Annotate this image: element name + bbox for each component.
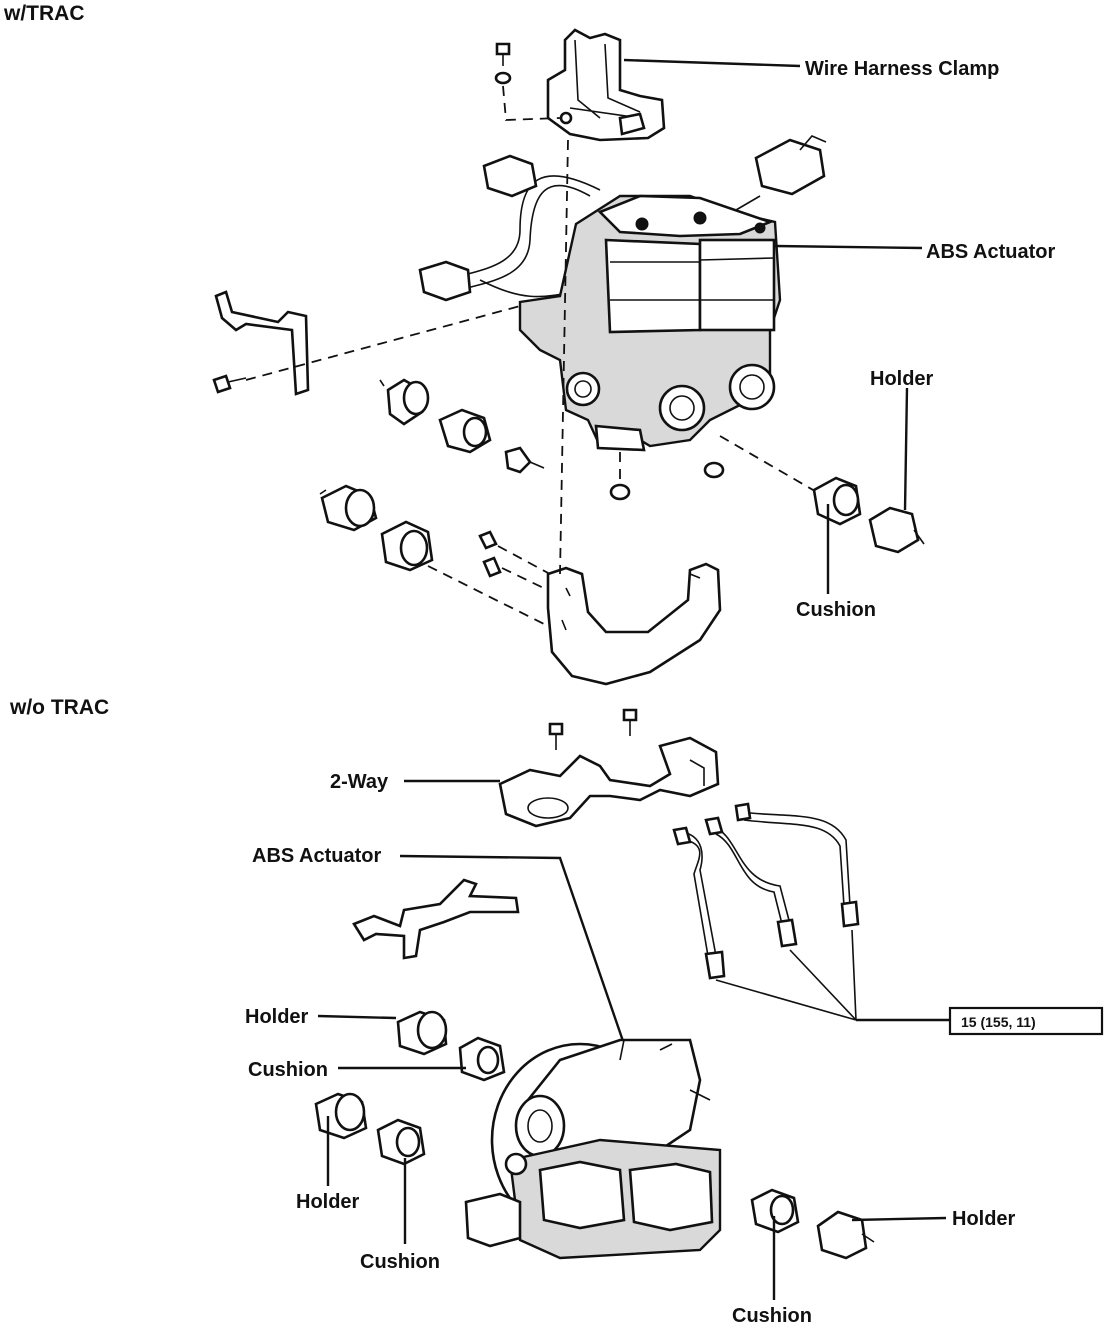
- label-cushion-bottom: Cushion: [732, 1305, 812, 1327]
- label-abs-actuator-bottom: ABS Actuator: [252, 845, 381, 867]
- bolts-bottom-top: [548, 708, 638, 750]
- nut-right-top: [703, 461, 725, 479]
- label-holder-left: Holder: [245, 1006, 309, 1028]
- heading-with-trac: w/TRAC: [3, 2, 85, 25]
- label-abs-actuator-top: ABS Actuator: [926, 241, 1055, 263]
- two-way-bracket-part: [498, 736, 720, 828]
- label-cushion-top: Cushion: [796, 599, 876, 621]
- lower-bolts-top: [427, 530, 557, 627]
- abs-actuator-bottom-part: [464, 1038, 722, 1260]
- wire-harness-clamp-part: [546, 28, 666, 142]
- holder-bottom-right-part: [816, 1210, 875, 1260]
- small-bracket-bottom: [352, 878, 520, 960]
- leader-holder-left: [317, 1014, 397, 1020]
- leader-holder-top: [903, 387, 909, 511]
- dash-vertical-top: [559, 139, 569, 575]
- nut-bottom-top: [609, 483, 631, 501]
- label-wire-harness-clamp: Wire Harness Clamp: [805, 58, 999, 80]
- cushion-bottom-left-b: [376, 1118, 426, 1166]
- lower-bracket-top: [546, 562, 722, 686]
- torque-spec-box: [948, 1006, 1104, 1036]
- cushion-top-right-part: [812, 476, 862, 526]
- abs-actuator-top-part: [418, 135, 827, 452]
- leader-abs-actuator-bottom: [399, 854, 626, 1045]
- cushion-bottom-left-a: [458, 1036, 506, 1082]
- sensor-bolt-top: [504, 446, 545, 474]
- cushion-top-left-b: [380, 520, 434, 572]
- label-holder-top: Holder: [870, 368, 934, 390]
- torque-spec: 15 (155, 11): [961, 1014, 1036, 1030]
- bracket-bolt-top: [212, 374, 247, 394]
- heading-without-trac: w/o TRAC: [9, 696, 109, 719]
- clamp-bolt-top: [494, 42, 561, 121]
- holder-bottom-left-b: [314, 1092, 368, 1140]
- dash-lines-right-top: [619, 435, 821, 495]
- cushion-bottom-right-part: [750, 1188, 800, 1234]
- leader-holder-right: [851, 1216, 947, 1222]
- label-cushion-left: Cushion: [248, 1059, 328, 1081]
- leader-wire-harness-clamp: [623, 58, 801, 68]
- cushion-top-left-a: [438, 408, 492, 454]
- holder-bottom-left-a: [396, 1010, 448, 1056]
- holder-top-left-b: [319, 484, 378, 532]
- brake-tubes-part: [672, 802, 860, 1021]
- dash-line-bracket: [245, 305, 521, 381]
- label-two-way: 2-Way: [330, 771, 389, 793]
- leader-abs-actuator-top: [774, 244, 923, 250]
- holder-top-left-a: [379, 378, 430, 426]
- label-holder-right: Holder: [952, 1208, 1016, 1230]
- label-holder-lower: Holder: [296, 1191, 360, 1213]
- side-bracket-top: [214, 290, 310, 396]
- holder-top-right-part: [868, 506, 925, 554]
- label-cushion-lower: Cushion: [360, 1251, 440, 1273]
